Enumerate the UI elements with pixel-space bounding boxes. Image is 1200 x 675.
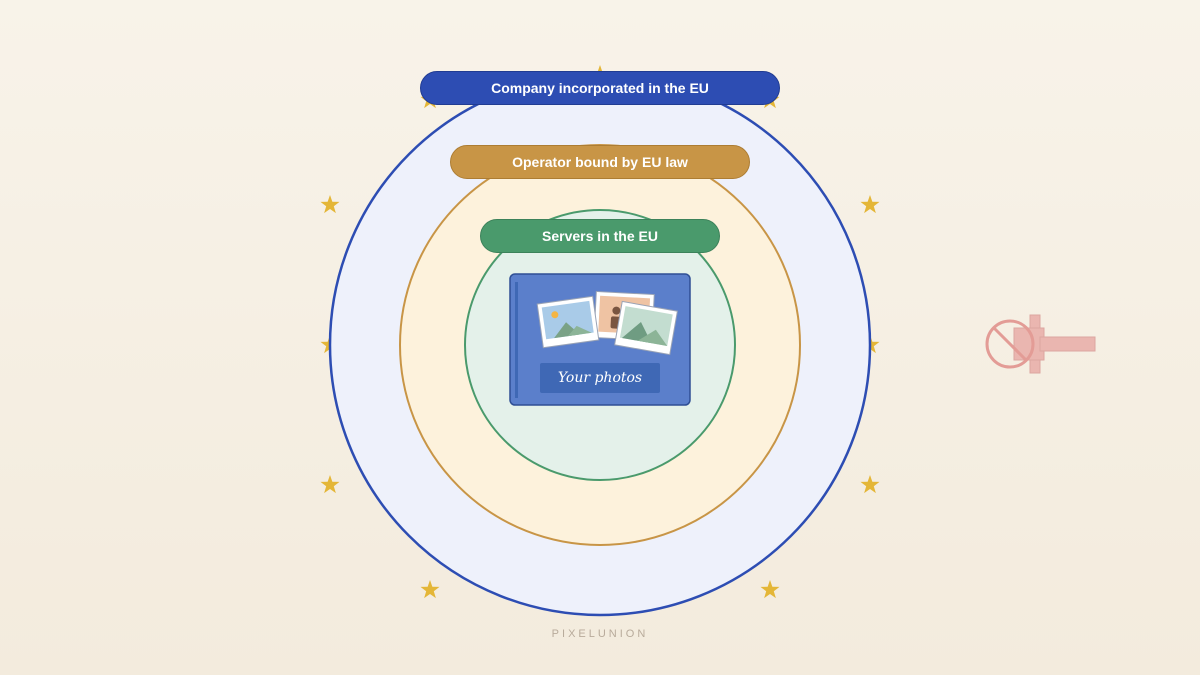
layer-label-servers: Servers in the EU [480,219,720,253]
star-icon [760,580,780,599]
star-icon [420,580,440,599]
layer-label-operator: Operator bound by EU law [450,145,750,179]
star-icon [860,195,880,214]
brand-watermark: PIXELUNION [551,628,649,640]
layer-label-company: Company incorporated in the EU [420,71,780,105]
star-icon [320,195,340,214]
star-icon [860,475,880,494]
photo-icon [536,295,600,349]
album-label: Your photos [540,363,660,393]
star-icon [320,475,340,494]
photo-icon [614,300,678,356]
blocked-plug-icon [985,314,1096,374]
